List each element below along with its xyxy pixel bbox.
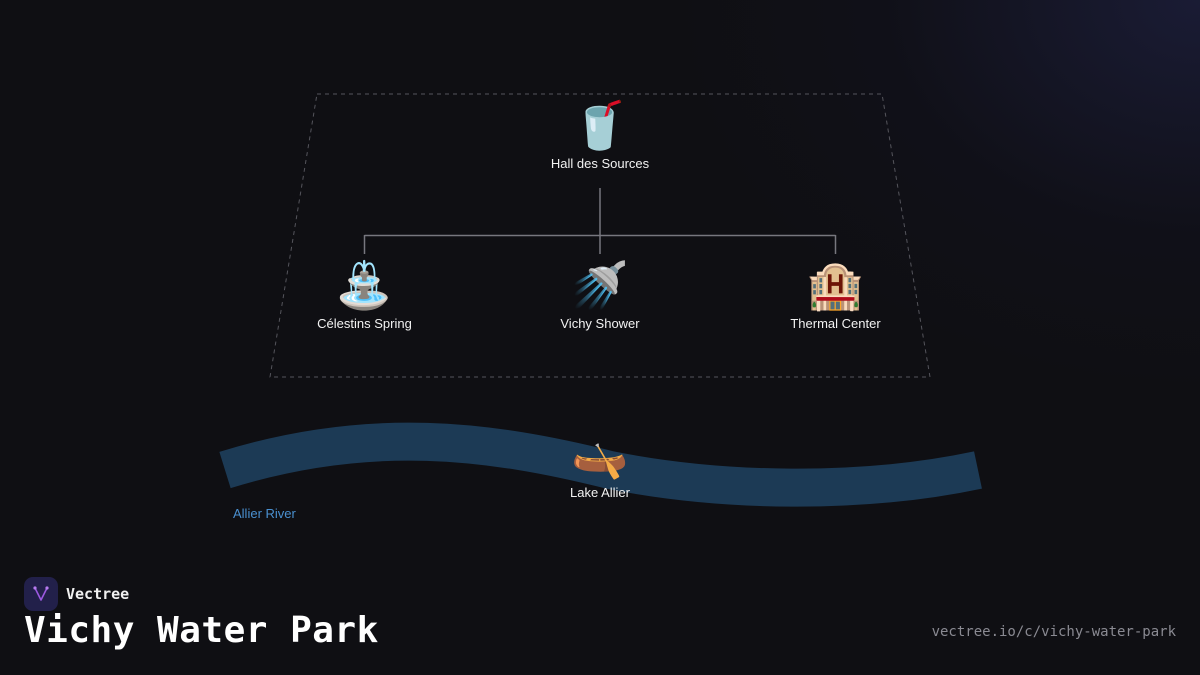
node-label: Célestins Spring — [317, 316, 412, 331]
park-boundary — [269, 93, 931, 378]
vectree-logo-icon — [24, 577, 58, 611]
cup-with-straw-icon: 🥤 — [571, 98, 629, 152]
page-title: Vichy Water Park — [24, 610, 379, 651]
node-vichy-shower[interactable]: 🚿 Vichy Shower — [500, 258, 700, 331]
node-label: Thermal Center — [790, 316, 881, 331]
node-thermal-center[interactable]: 🏨 Thermal Center — [736, 258, 936, 331]
canoe-icon: 🛶 — [571, 427, 629, 481]
allier-river-label: Allier River — [233, 506, 296, 521]
node-lake-allier[interactable]: 🛶 Lake Allier — [500, 427, 700, 500]
source-url[interactable]: vectree.io/c/vichy-water-park — [931, 624, 1176, 640]
node-label: Vichy Shower — [560, 316, 640, 331]
node-celestins-spring[interactable]: ⛲ Célestins Spring — [265, 258, 465, 331]
allier-river-path — [219, 422, 982, 507]
brand-name: Vectree — [66, 585, 130, 603]
node-hall-des-sources[interactable]: 🥤 Hall des Sources — [500, 98, 700, 171]
brand[interactable]: Vectree — [24, 577, 129, 611]
node-label: Hall des Sources — [550, 156, 650, 171]
fountain-icon: ⛲ — [335, 258, 394, 312]
node-label: Lake Allier — [570, 485, 630, 500]
shower-icon: 🚿 — [571, 258, 629, 312]
hotel-icon: 🏨 — [806, 258, 865, 312]
